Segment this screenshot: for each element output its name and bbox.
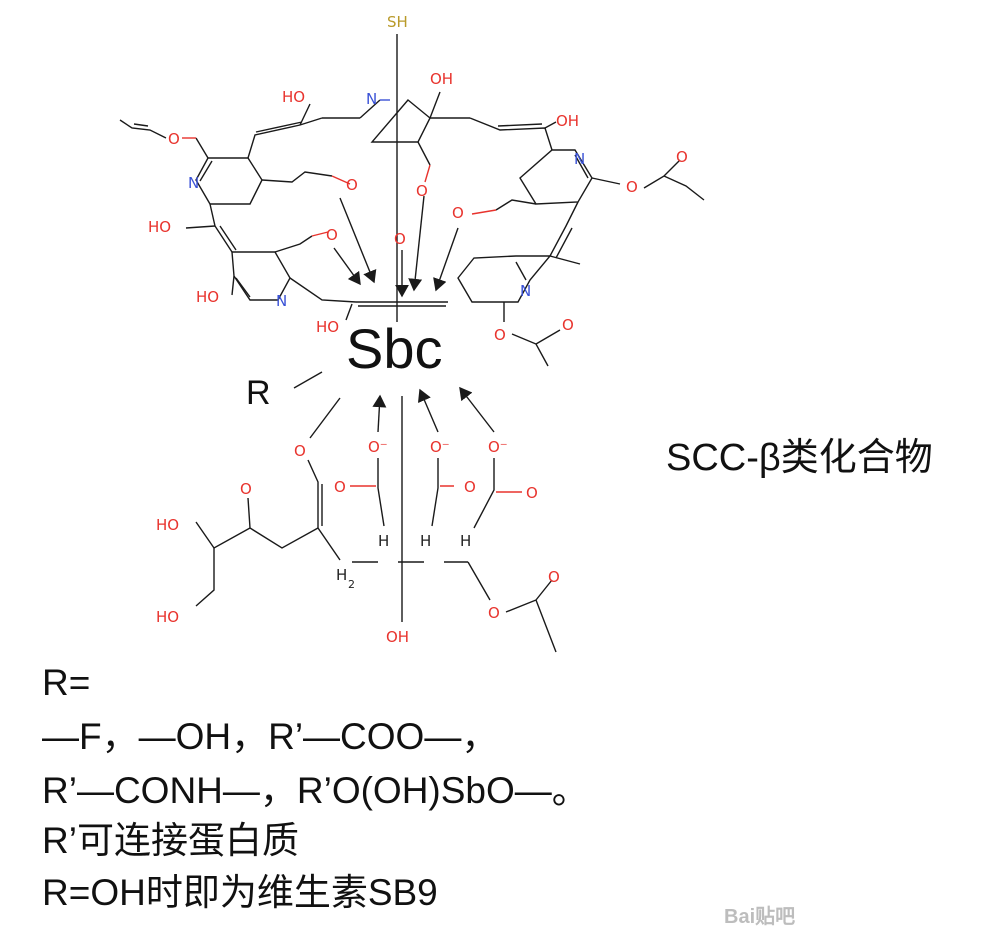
hydroxyl-label: HO [148,218,171,236]
hydroxyl-label: HO [282,88,305,106]
oxygen-label: O [494,326,506,344]
nitrogen-label: N [366,90,377,108]
oxygen-label: O [526,484,538,502]
right-top-bridge: OH [469,112,579,151]
definition-line: R= [42,662,91,703]
right-upper-ring: N O O O [452,148,705,259]
ch2-subscript: 2 [348,578,355,591]
oxygen-label: O [334,478,346,496]
left-upper-ring: N O O [119,119,377,284]
hydroxyl-label: HO [156,516,179,534]
watermark-text: Bai贴吧 [724,906,796,928]
definition-line: —F，—OH，R’—COO—， [42,716,499,757]
hydroxyl-label: OH [386,628,409,646]
hydroxyl-label: OH [556,112,579,130]
oxygen-label: O [488,604,500,622]
hydrogen-label: H [378,532,389,550]
oxygen-label: O [294,442,306,460]
lower-arm: O O HO HO H 2 H H H OH O⁻ O⁻ O⁻ O O O O … [156,371,560,653]
nitrogen-label: N [520,282,531,300]
left-lower-ring: N HO O [196,226,361,310]
hydroxyl-label: HO [196,288,219,306]
central-bridge: HO O [316,195,459,336]
oxide-anion-label: O⁻ [488,438,508,456]
oxygen-label: O [676,148,688,166]
oxygen-label: O [452,204,464,222]
hydrogen-label: H [420,532,431,550]
nitrogen-label: N [574,150,585,168]
top-left-bridge: HO [247,88,323,159]
definition-line: R’可连接蛋白质 [42,820,299,861]
hydroxyl-label: HO [316,318,339,336]
oxygen-label: O [548,568,560,586]
definition-line: R’—CONH—，R’O(OH)SbO—。 [42,770,589,811]
oxygen-label: O [464,478,476,496]
hydroxyl-label: HO [156,608,179,626]
oxygen-label: O [626,178,638,196]
sulfur-label: SH [387,13,408,31]
oxygen-label: O [562,316,574,334]
oxygen-label: O [346,176,358,194]
oxide-anion-label: O⁻ [368,438,388,456]
definition-line: R=OH时即为维生素SB9 [42,872,438,913]
top-ring: N OH O [322,70,470,200]
oxygen-label: O [416,182,428,200]
nitrogen-label: N [188,174,199,192]
hydrogen-label: H [336,566,347,584]
oxygen-label: O [168,130,180,148]
r-group-label: R [246,374,271,412]
hydroxyl-label: OH [430,70,453,88]
oxygen-label: O [326,226,338,244]
right-lower-ring: N O O [457,255,581,367]
compound-title: SCC-β类化合物 [666,437,933,479]
oxide-anion-label: O⁻ [430,438,450,456]
sbc-center-label: Sbc [346,317,443,380]
oxygen-label: O [394,230,406,248]
hydrogen-label: H [460,532,471,550]
nitrogen-label: N [276,292,287,310]
left-bridge: HO [148,203,237,253]
oxygen-label: O [240,480,252,498]
